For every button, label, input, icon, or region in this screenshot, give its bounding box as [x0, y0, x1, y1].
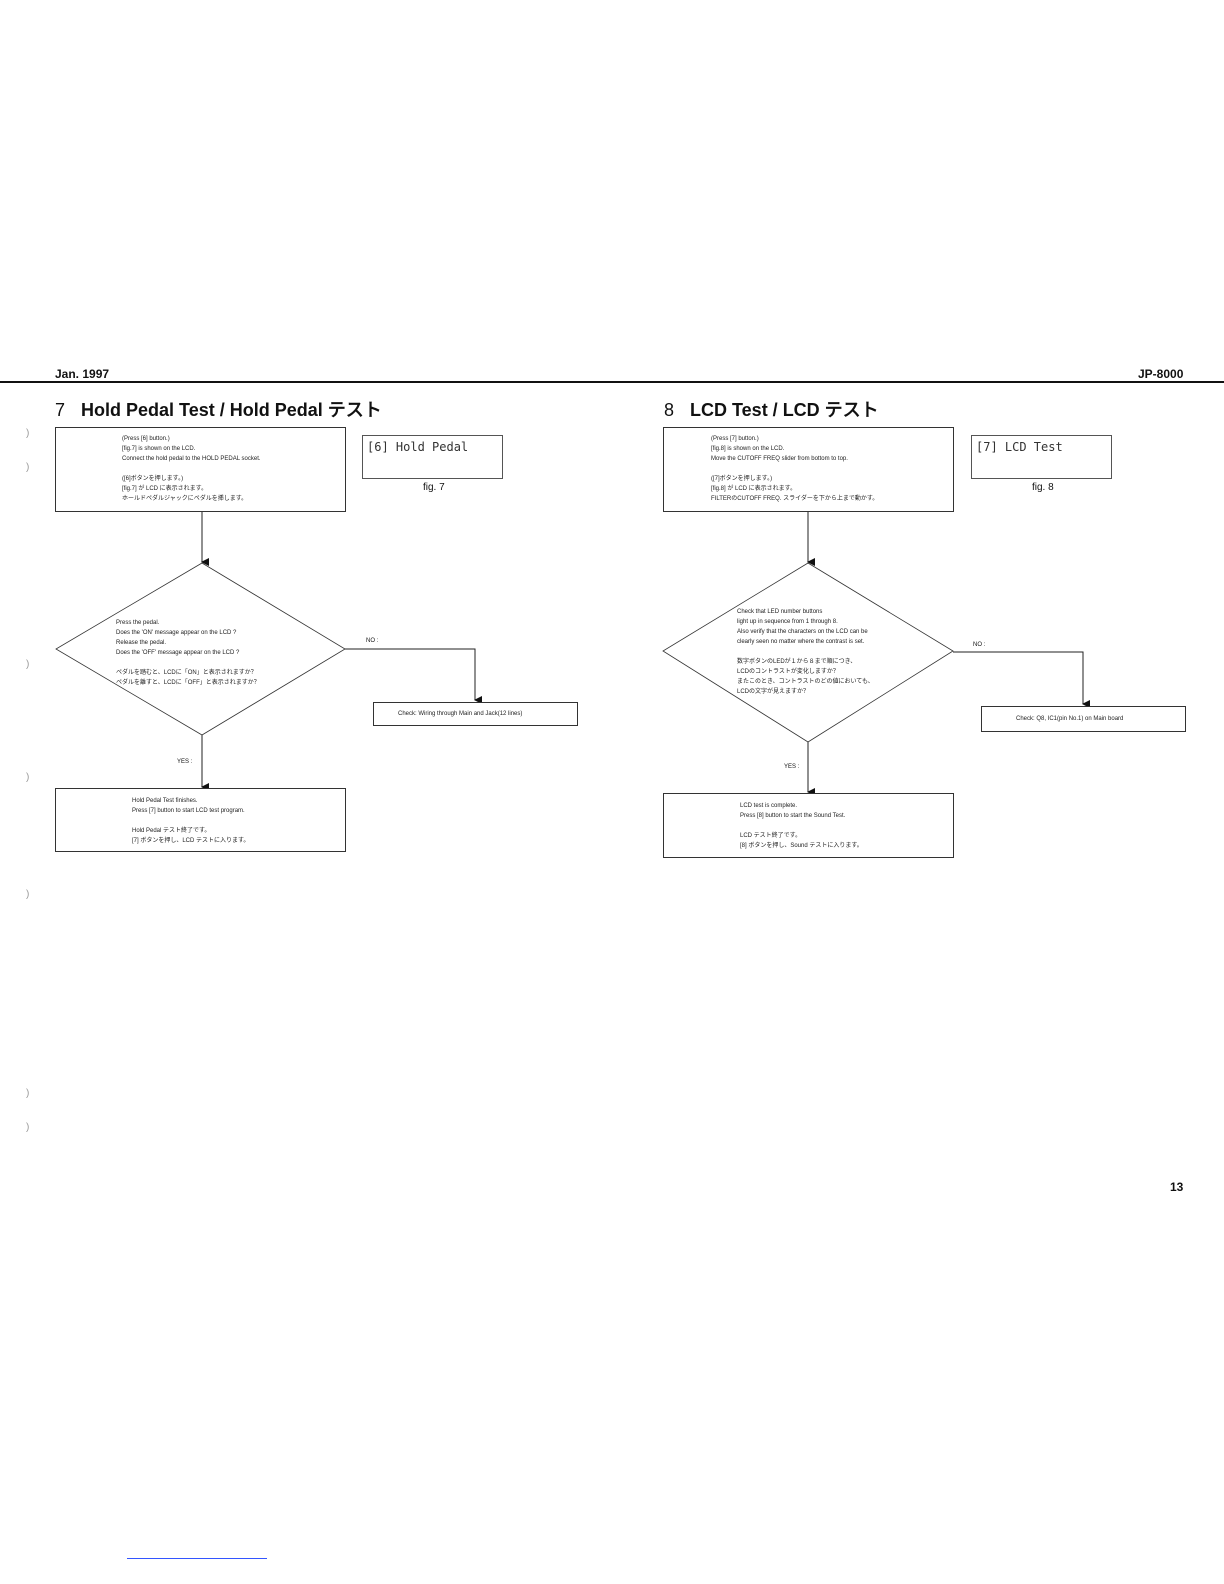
header-model: JP-8000 [1138, 367, 1184, 381]
scan-mark: ) [26, 772, 30, 783]
right-no-label: NO : [973, 642, 986, 648]
right-start-box [663, 427, 954, 512]
left-section-number: 7 [55, 400, 66, 420]
scan-mark: ) [26, 1122, 30, 1133]
right-check-text: Check: Q8, IC1(pin No.1) on Main board [1016, 716, 1124, 722]
header-date: Jan. 1997 [55, 367, 110, 381]
left-arrow-no [345, 648, 482, 704]
right-decision-diamond [662, 562, 954, 743]
left-section-title: 7 Hold Pedal Test / Hold Pedal テスト [55, 396, 382, 422]
right-fig-label: fig. 8 [1032, 482, 1054, 493]
page-number: 13 [1170, 1180, 1184, 1194]
scan-mark: ) [26, 462, 30, 473]
scan-mark: ) [26, 889, 30, 900]
left-lcd-display: [6] Hold Pedal [362, 435, 503, 479]
scan-mark: ) [26, 1088, 30, 1099]
left-yes-label: YES : [177, 759, 193, 765]
left-no-label: NO : [366, 638, 379, 644]
left-check-text: Check: Wiring through Main and Jack(12 l… [398, 711, 523, 717]
right-section-title-text: LCD Test / LCD テスト [690, 400, 879, 420]
header-rule [0, 381, 1224, 383]
left-check-box [373, 702, 578, 726]
scan-mark: ) [26, 428, 30, 439]
right-check-box [981, 706, 1186, 732]
right-yes-label: YES : [784, 764, 800, 770]
left-fig-label: fig. 7 [423, 482, 445, 493]
right-arrow-no [953, 651, 1090, 708]
left-section-title-text: Hold Pedal Test / Hold Pedal テスト [81, 400, 382, 420]
left-end-box [55, 788, 346, 852]
right-end-box [663, 793, 954, 858]
scan-mark: ) [26, 659, 30, 670]
right-lcd-display: [7] LCD Test [971, 435, 1112, 479]
right-section-title: 8 LCD Test / LCD テスト [664, 396, 879, 422]
left-start-box [55, 427, 346, 512]
footer-link-underline [127, 1558, 267, 1559]
right-section-number: 8 [664, 400, 675, 420]
